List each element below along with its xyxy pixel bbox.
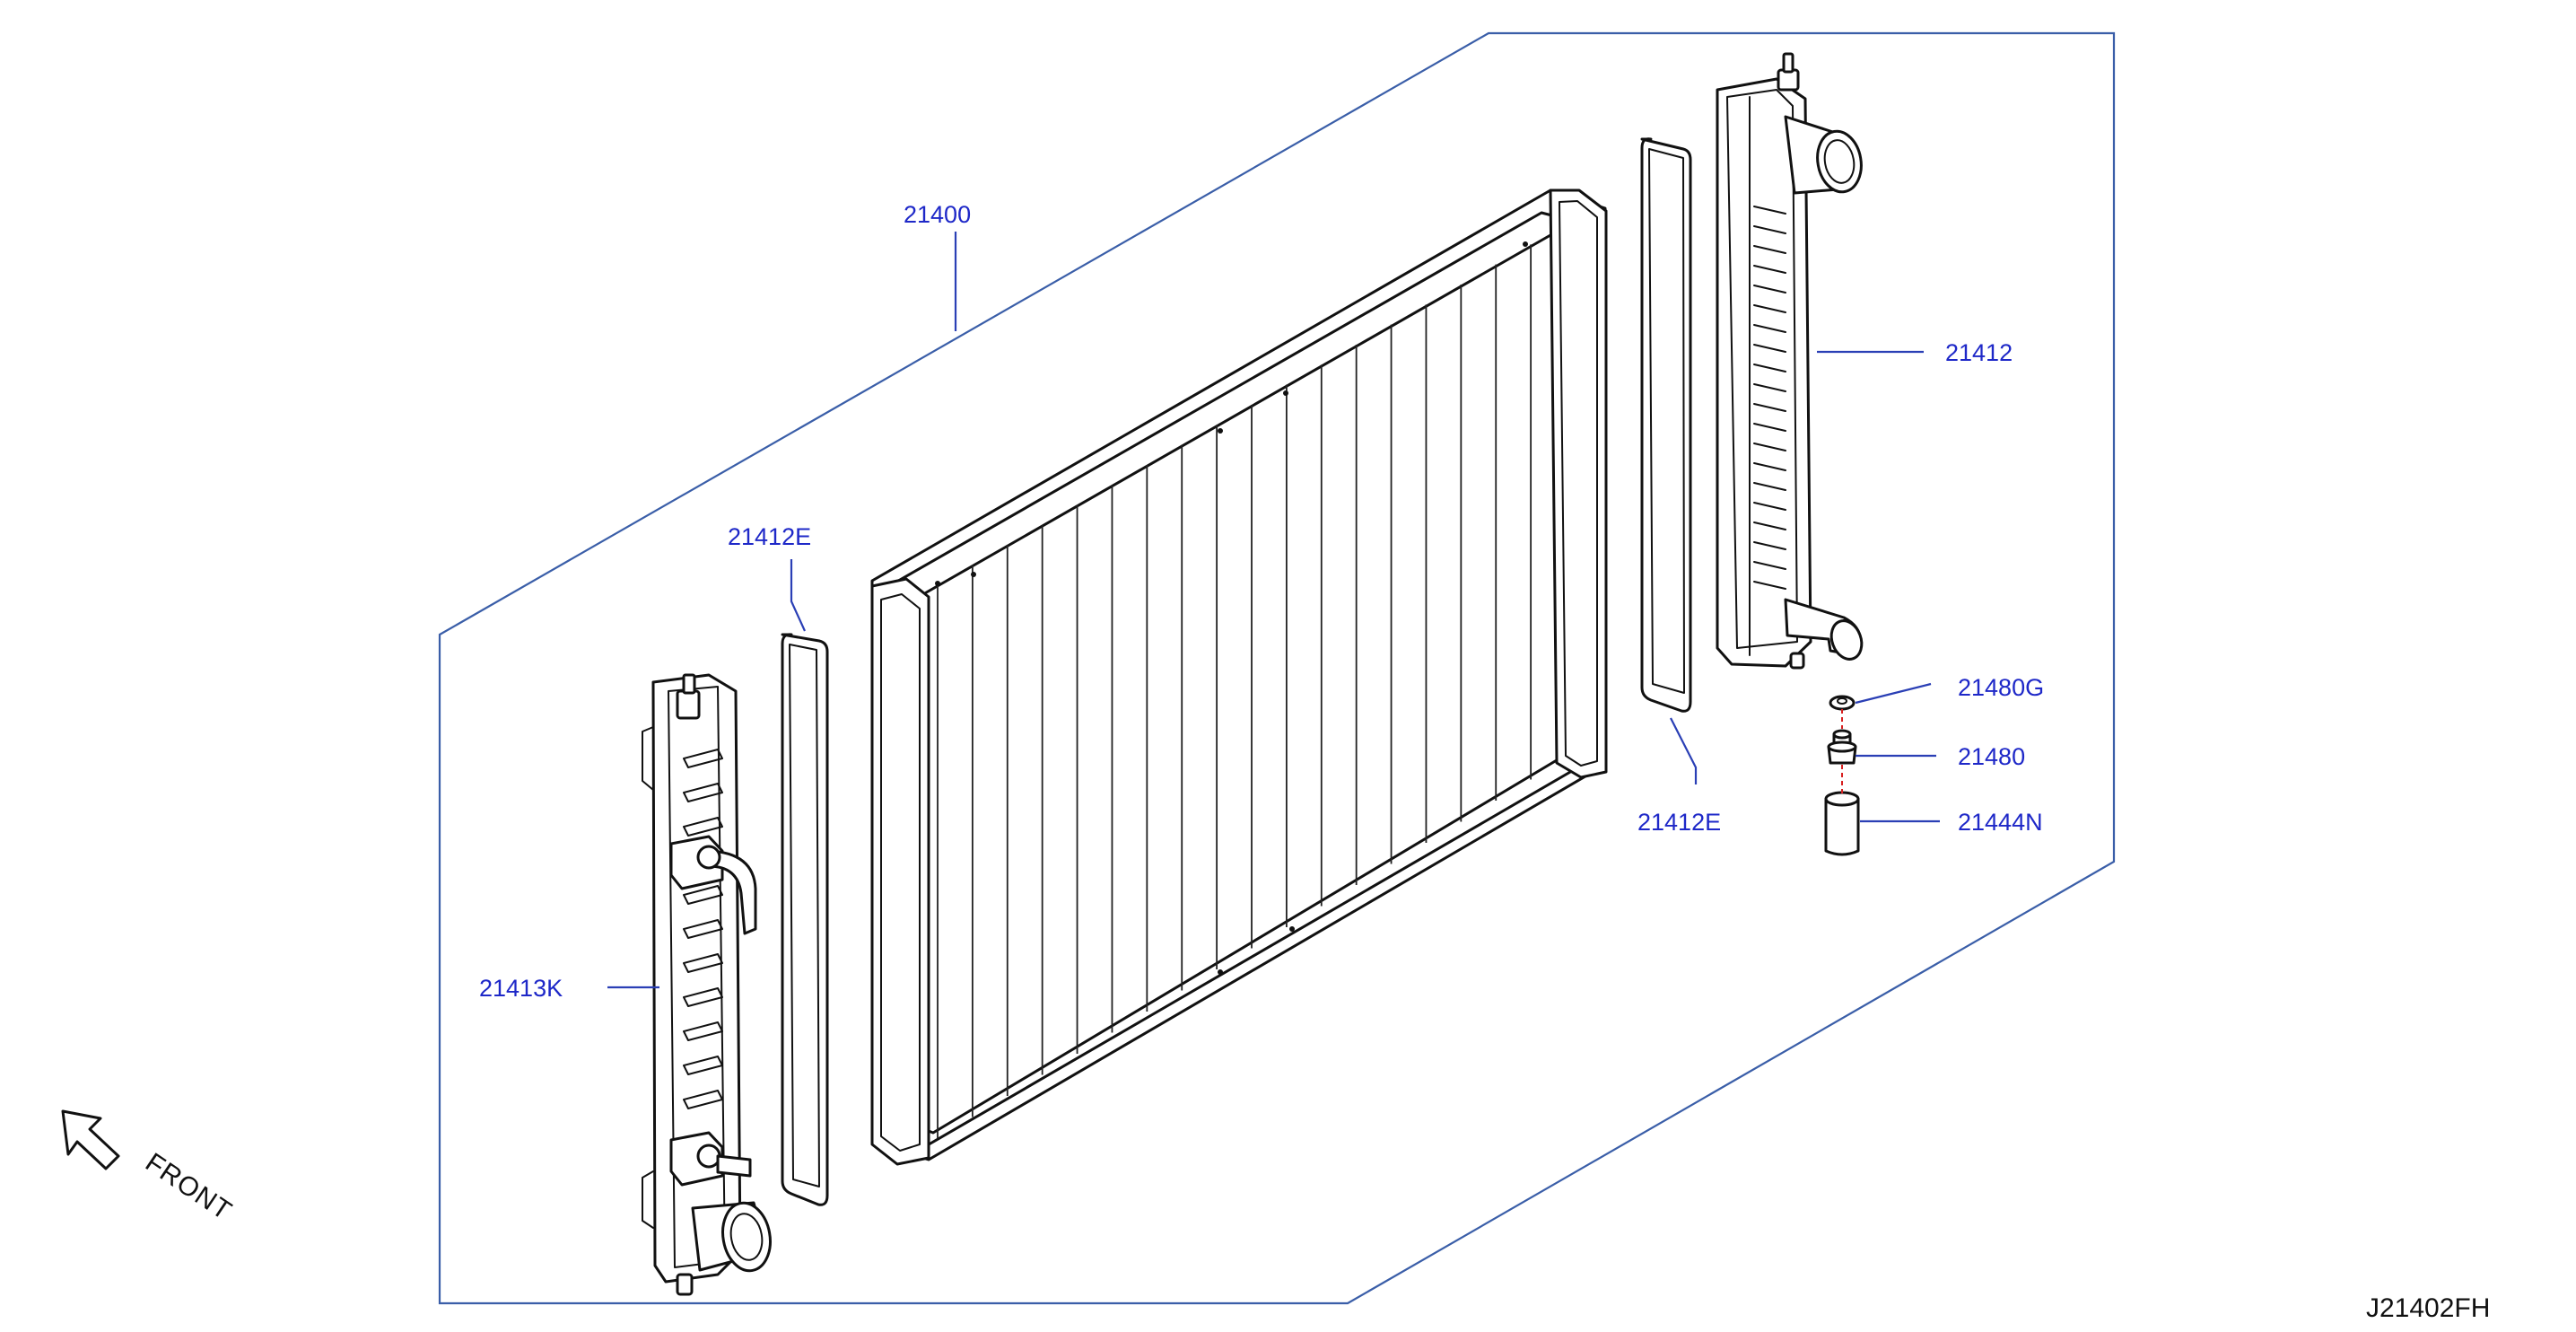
tank-right-rib [1753, 541, 1786, 550]
tank-left-rib [683, 919, 723, 939]
tank-right-rib [1753, 383, 1786, 392]
tank-left-rib [683, 987, 723, 1007]
leader-drain-gasket [1855, 682, 1932, 705]
tank-right-rib [1753, 443, 1786, 451]
tank-right-rib [1753, 265, 1786, 274]
drain-cap [1824, 791, 1860, 856]
callout-21413K: 21413K [479, 975, 563, 1002]
core-side-frame-left [870, 577, 930, 1166]
leader-seal-left [790, 559, 807, 632]
callout-21480: 21480 [1958, 743, 2025, 770]
tank-right-rib [1753, 344, 1786, 353]
tank-right-rib [1753, 206, 1786, 215]
tank-left-rib [683, 749, 723, 768]
tank-left-rib [683, 1056, 723, 1075]
tank-right-rib [1753, 285, 1786, 294]
tank-left [642, 673, 772, 1296]
tank-right-ribs [1753, 206, 1786, 590]
tank-left-rib [683, 953, 723, 973]
tank-right-rib [1753, 225, 1786, 234]
leader-seal-right [1670, 717, 1698, 784]
tank-right-rib [1753, 423, 1786, 432]
tank-left-rib [683, 885, 723, 905]
tank-right-rib [1753, 521, 1786, 530]
diagram-code: J21402FH [2366, 1293, 2490, 1323]
front-label: FRONT [140, 1147, 237, 1226]
tank-right-rib [1753, 482, 1786, 491]
tank-right-rib [1753, 462, 1786, 471]
front-direction-arrow [61, 1109, 120, 1170]
drain-plug [1827, 729, 1857, 765]
tank-left-rib [683, 783, 723, 802]
callout-21412E-left: 21412E [728, 523, 811, 550]
tank-left-rib [683, 1021, 723, 1041]
drain-gasket [1829, 695, 1856, 711]
callout-21444N: 21444N [1958, 809, 2043, 836]
tank-right-rib [1753, 324, 1786, 333]
tank-left-rib [683, 817, 723, 837]
seal-right [1640, 137, 1692, 713]
tank-right-rib [1753, 364, 1786, 372]
tank-right-rib [1753, 561, 1786, 570]
tank-right-rib [1753, 502, 1786, 511]
tank-right-rib [1753, 581, 1786, 590]
tank-right-rib [1753, 245, 1786, 254]
tank-right-rib [1753, 304, 1786, 313]
callout-21412E-right: 21412E [1637, 809, 1721, 836]
seal-left [781, 633, 829, 1206]
callout-21400: 21400 [904, 201, 971, 228]
assembly-frame [438, 31, 2116, 1305]
tank-right [1716, 52, 1864, 670]
tank-left-rib [683, 1090, 723, 1109]
callout-21480G: 21480G [1958, 674, 2044, 701]
callout-21412: 21412 [1945, 339, 2013, 366]
core-fins [937, 224, 1567, 1138]
radiator-core [870, 188, 1608, 1166]
tank-right-rib [1753, 403, 1786, 412]
